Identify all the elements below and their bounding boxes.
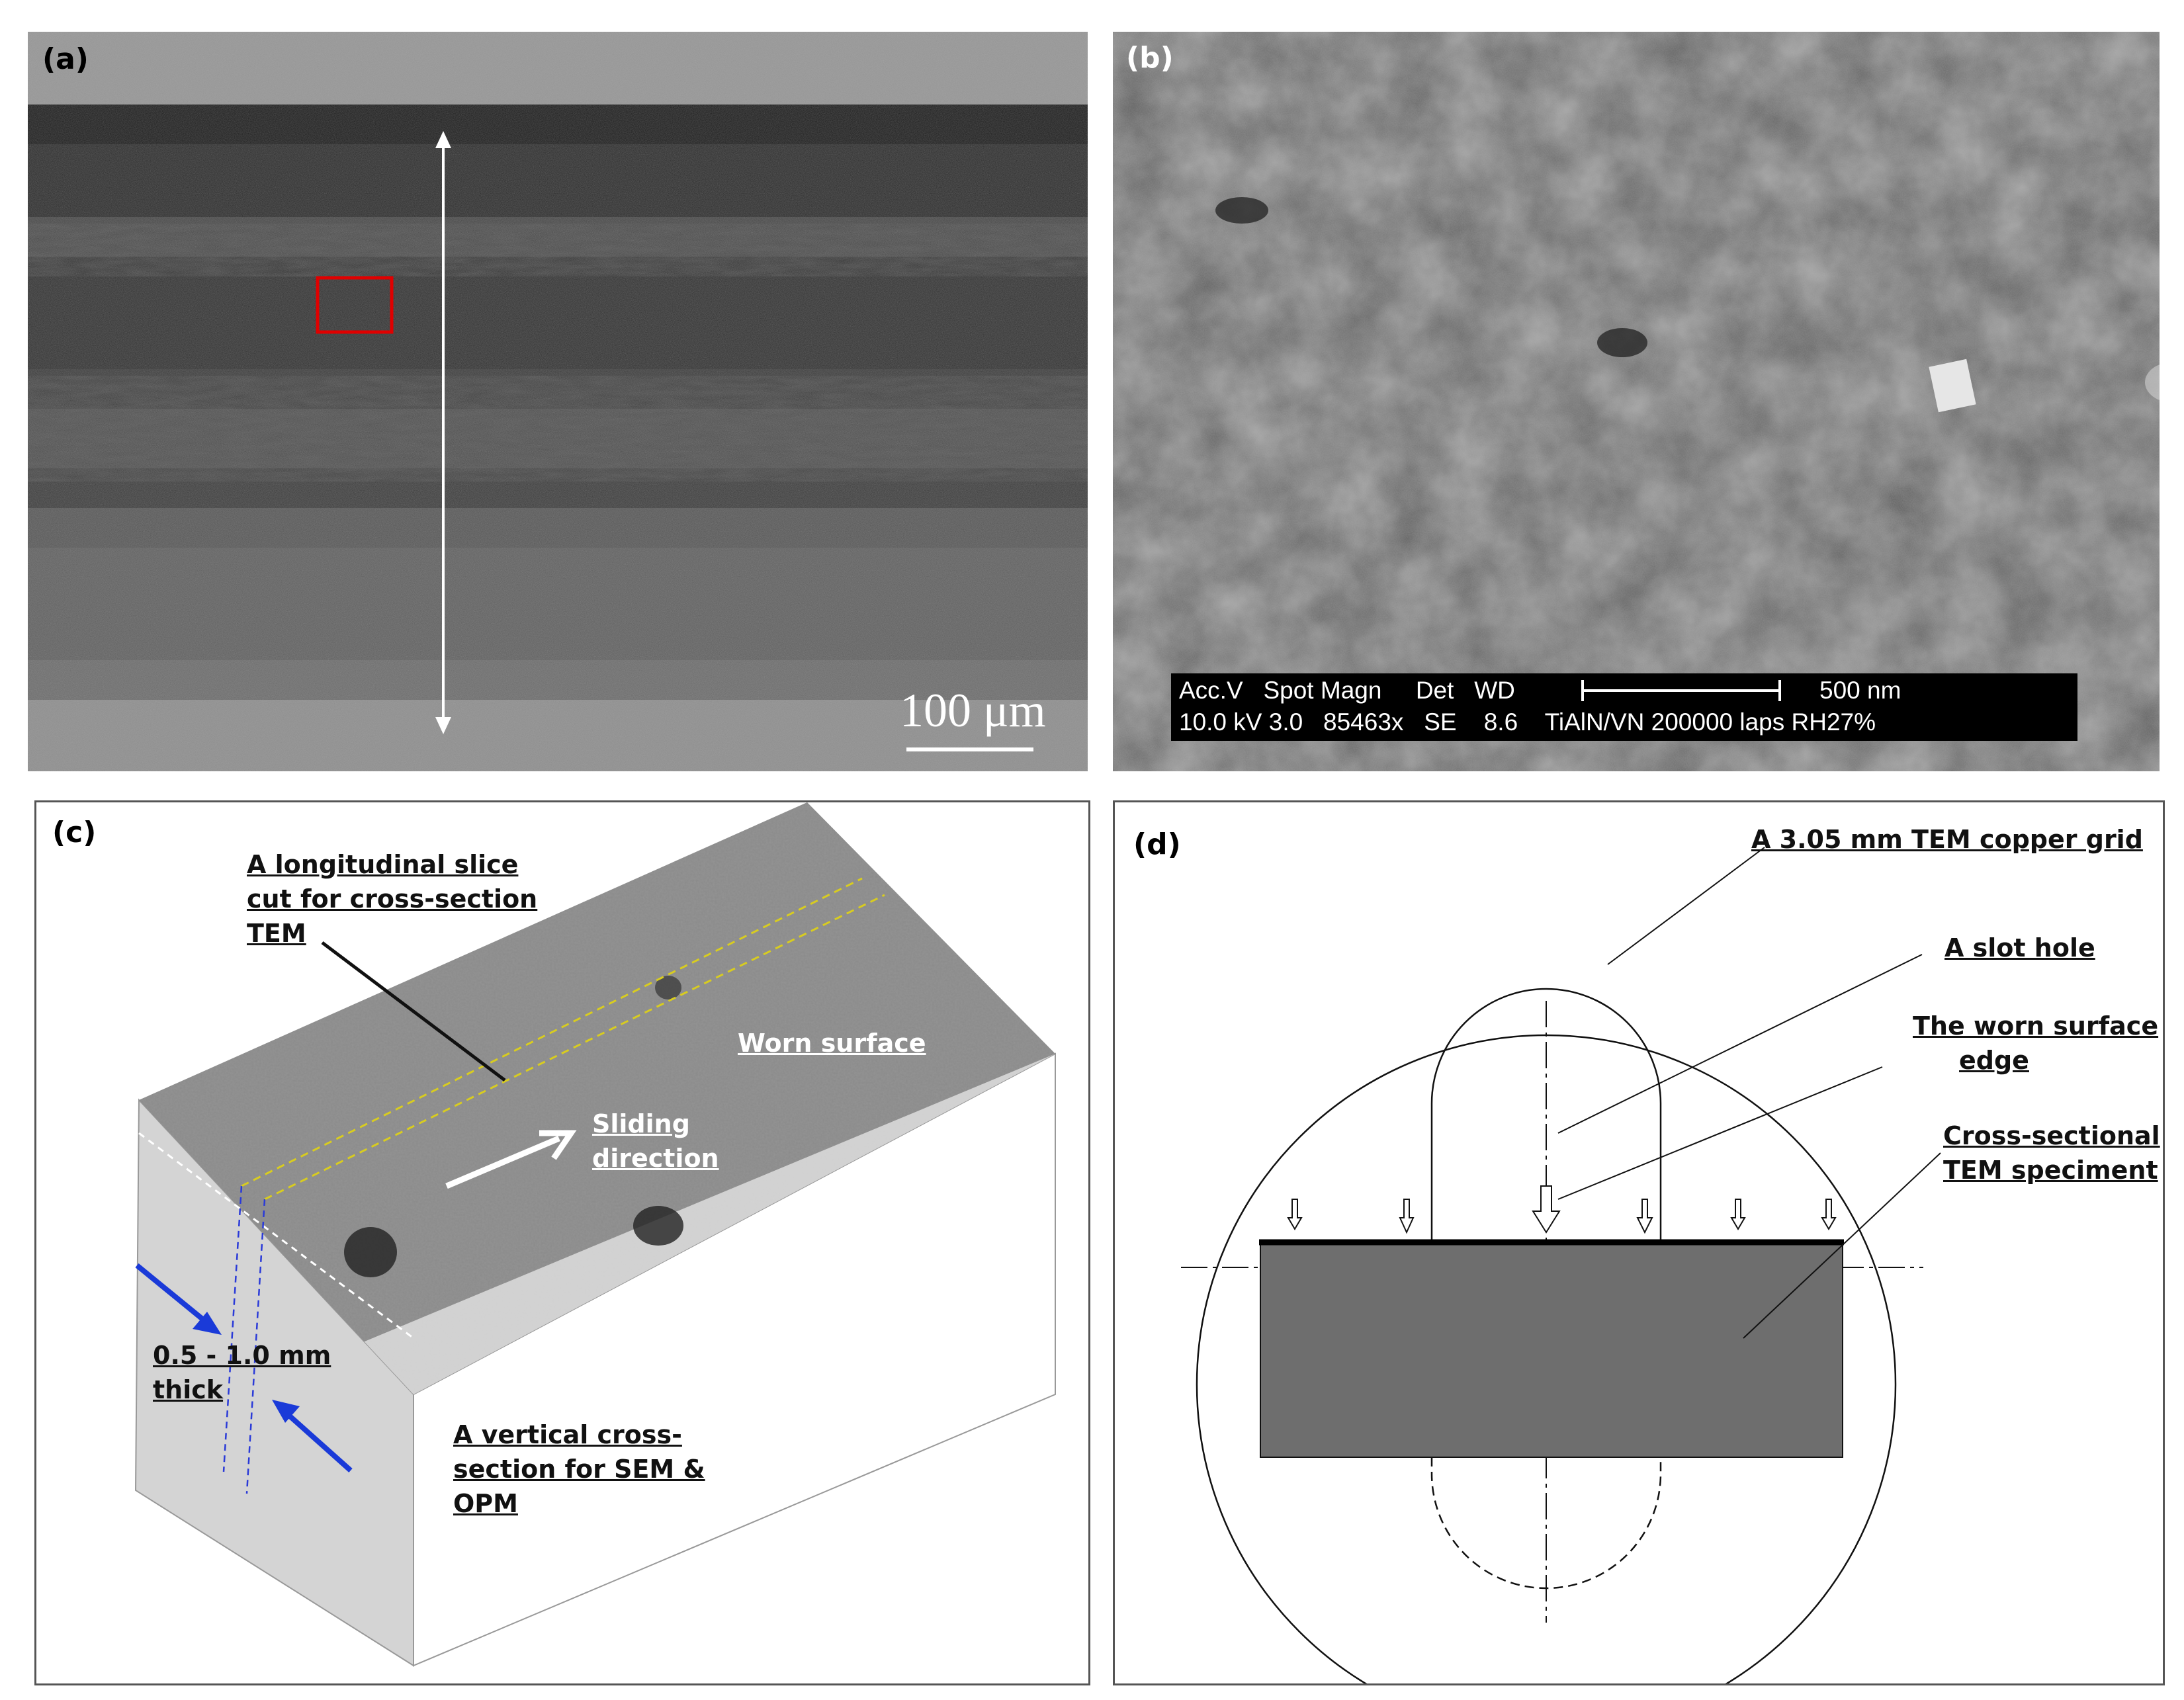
ann-copper-grid: A 3.05 mm TEM copper grid [1751,825,2143,854]
ann-slot-hole: A slot hole [1944,933,2095,962]
highlight-box [316,276,394,334]
ann-worn-edge: The worn surface edge [1913,1011,2159,1075]
databar-header: Acc.V Spot Magn Det WD [1179,677,1515,704]
load-arrows [1287,1185,1837,1234]
panel-b-sem-closeup: (b) Acc.V Spot Magn Det WD 500 nm 10.0 k… [1113,32,2160,771]
ann-vertical-section: A vertical cross- section for SEM & OPM [453,1420,705,1518]
panel-label-d: (d) [1133,828,1181,861]
tem-specimen-rect [1260,1242,1843,1458]
databar-scale: 500 nm [1819,677,1901,704]
sem-databar: Acc.V Spot Magn Det WD 500 nm 10.0 kV 3.… [1171,673,2077,741]
databar-scale-line [1583,689,1781,692]
ann-worn-surface: Worn surface [738,1029,926,1058]
slice-leader-line [321,941,506,1082]
sliding-direction-arrow [445,1135,560,1189]
scale-bar-label: 100 μm [900,684,1046,737]
leader-grid [1607,847,1765,965]
panel-label-a: (a) [42,42,89,76]
ann-sliding-direction: Sliding direction [592,1109,719,1173]
slice-line-upper [241,877,863,1187]
wear-track-image [28,32,1088,771]
leader-specimen [1743,1152,1941,1339]
ann-tem-specimen: Cross-sectional TEM speciment [1943,1121,2160,1185]
panel-a-sem-wear-track: (a) 100 μm [28,32,1088,771]
specimen-block-diagram [134,802,1056,1667]
panel-label-c: (c) [52,816,97,849]
panel-c-specimen-diagram: (c) A longitudinal slice cut for cross-s… [34,800,1090,1685]
tem-grid-diagram [1181,847,1941,1683]
slice-line-lower [264,894,885,1201]
ann-longitudinal-slice: A longitudinal slice cut for cross-secti… [247,850,538,948]
leader-slot [1557,954,1923,1134]
thickness-arrow-left [135,1263,212,1328]
thickness-arrow-right [281,1408,353,1472]
panel-label-b: (b) [1126,41,1174,75]
surface-closeup-image [1113,32,2160,771]
slot-hole-upper [1430,988,1662,1242]
databar-values: 10.0 kV 3.0 85463x SE 8.6 TiAlN/VN 20000… [1179,708,1876,736]
leader-edge [1557,1066,1883,1200]
ann-thickness: 0.5 - 1.0 mm thick [153,1341,331,1404]
panel-d-tem-grid-diagram: (d) A 3.05 mm TEM copper grid A slot hol… [1113,800,2165,1685]
